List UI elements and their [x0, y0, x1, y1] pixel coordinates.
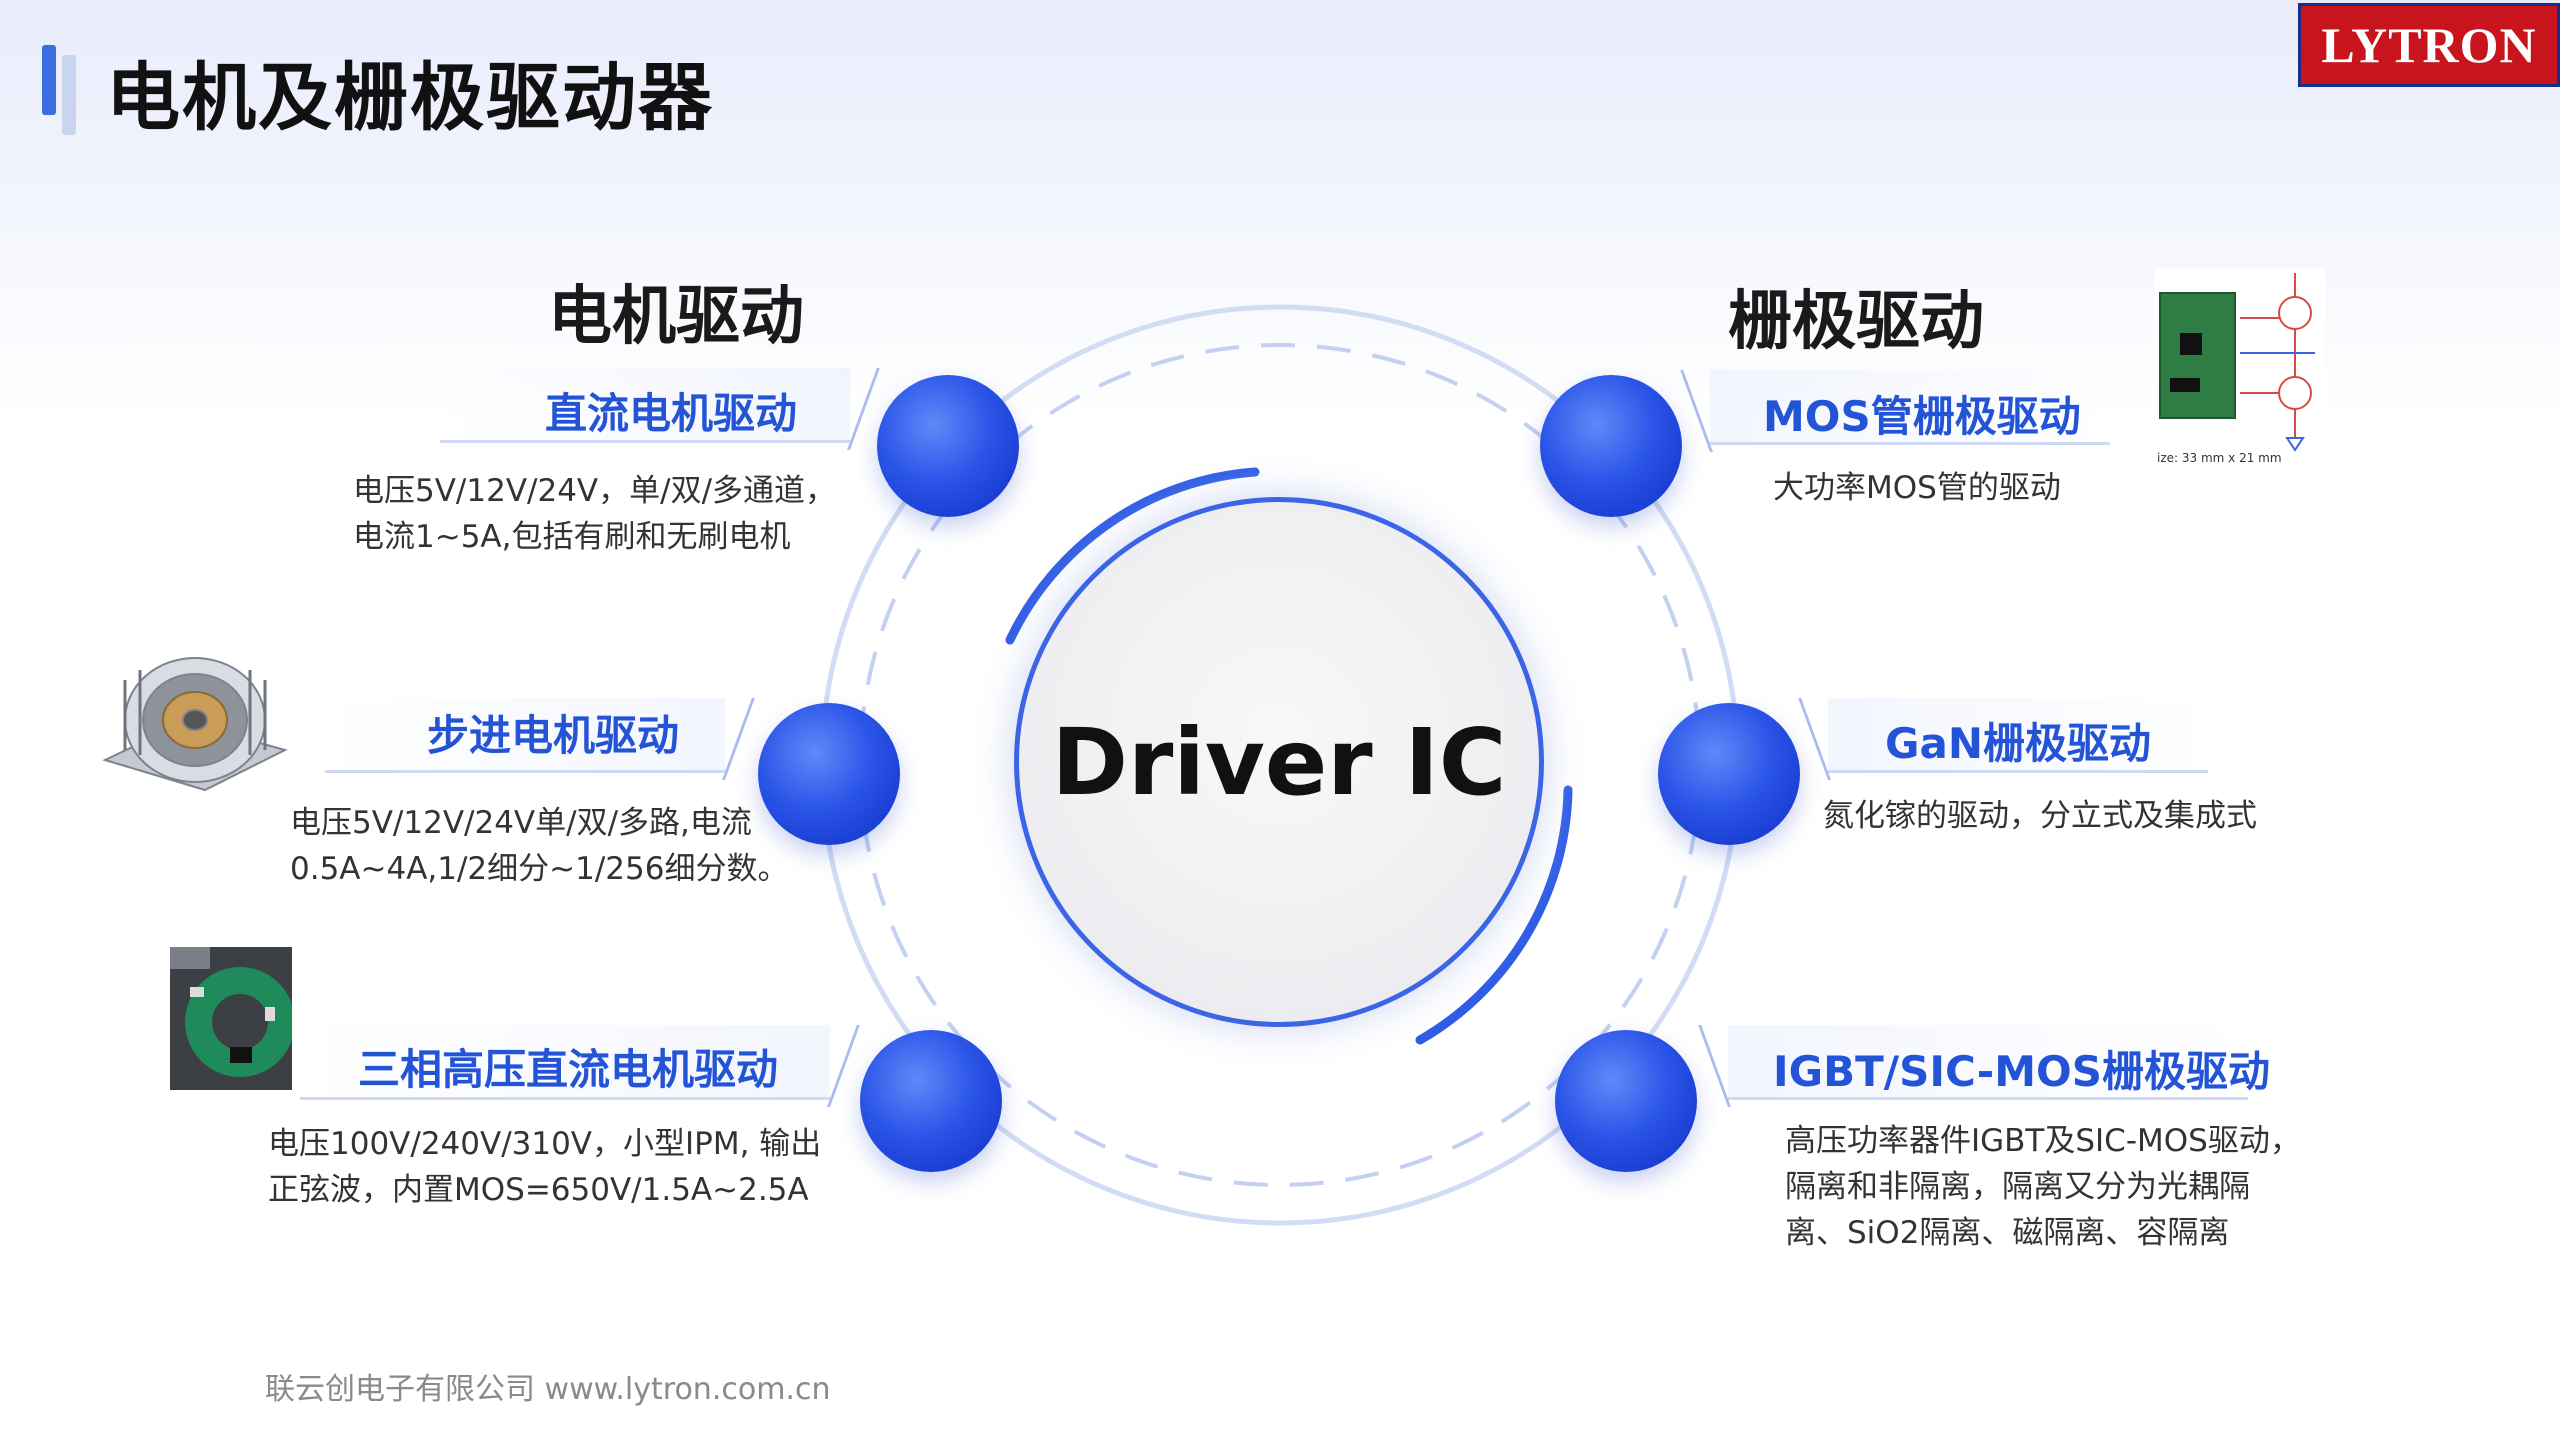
igbt-gate-desc: 高压功率器件IGBT及SIC-MOS驱动， 隔离和非隔离，隔离又分为光耦隔 离、… — [1785, 1123, 2301, 1251]
dc-motor-desc: 电压5V/12V/24V，单/双/多通道， 电流1~5A,包括有刷和无刷电机 — [353, 473, 837, 555]
dc-motor-image — [85, 640, 300, 810]
title-accent-bar — [42, 45, 56, 115]
mos-gate-bracket — [1710, 370, 2110, 445]
orb-dc-motor — [877, 375, 1019, 517]
pcb-board-image — [170, 947, 292, 1090]
3phase-motor-bracket — [300, 1025, 830, 1100]
mos-gate-label: MOS管栅极驱动 — [1763, 392, 2081, 441]
gan-gate-label: GaN栅极驱动 — [1885, 719, 2151, 768]
page-title: 电机及栅极驱动器 — [106, 55, 714, 141]
gate-driver-board-image: ize: 33 mm x 21 mm — [2155, 268, 2325, 466]
igbt-gate-label: IGBT/SIC-MOS栅极驱动 — [1773, 1047, 2270, 1096]
orb-3phase-motor — [860, 1030, 1002, 1172]
left-section-heading: 电机驱动 — [548, 280, 804, 354]
arc-accent-bottom — [1415, 785, 1573, 1045]
gan-gate-bracket — [1828, 698, 2208, 773]
arc-accent-top — [1005, 467, 1260, 645]
center-label: Driver IC — [1051, 708, 1507, 816]
gan-gate-desc: 氮化镓的驱动，分立式及集成式 — [1823, 798, 2257, 834]
dc-motor-label: 直流电机驱动 — [545, 389, 798, 438]
orb-igbt-gate — [1555, 1030, 1697, 1172]
company-logo: LYTRON — [2298, 3, 2560, 87]
3phase-motor-label: 三相高压直流电机驱动 — [358, 1045, 779, 1094]
3phase-motor-desc: 电压100V/240V/310V，小型IPM, 输出 正弦波，内置MOS=650… — [268, 1126, 822, 1208]
dc-motor-bracket — [440, 368, 850, 443]
gate-board-caption: ize: 33 mm x 21 mm — [2157, 451, 2282, 465]
stepper-motor-bracket — [325, 698, 725, 773]
orb-mos-gate — [1540, 375, 1682, 517]
title-accent-bar-light — [62, 55, 76, 135]
mos-gate-desc: 大功率MOS管的驱动 — [1773, 470, 2061, 506]
driver-ic-center: Driver IC — [1014, 497, 1544, 1027]
igbt-gate-bracket — [1728, 1025, 2248, 1100]
stepper-motor-label: 步进电机驱动 — [427, 711, 680, 760]
orb-stepper-motor — [758, 703, 900, 845]
footer-text: 联云创电子有限公司 www.lytron.com.cn — [265, 1372, 831, 1407]
logo-text: LYTRON — [2321, 17, 2537, 73]
stepper-motor-desc: 电压5V/12V/24V单/双/多路,电流 0.5A~4A,1/2细分~1/25… — [290, 805, 789, 887]
orb-gan-gate — [1658, 703, 1800, 845]
right-section-heading: 栅极驱动 — [1728, 285, 1984, 359]
